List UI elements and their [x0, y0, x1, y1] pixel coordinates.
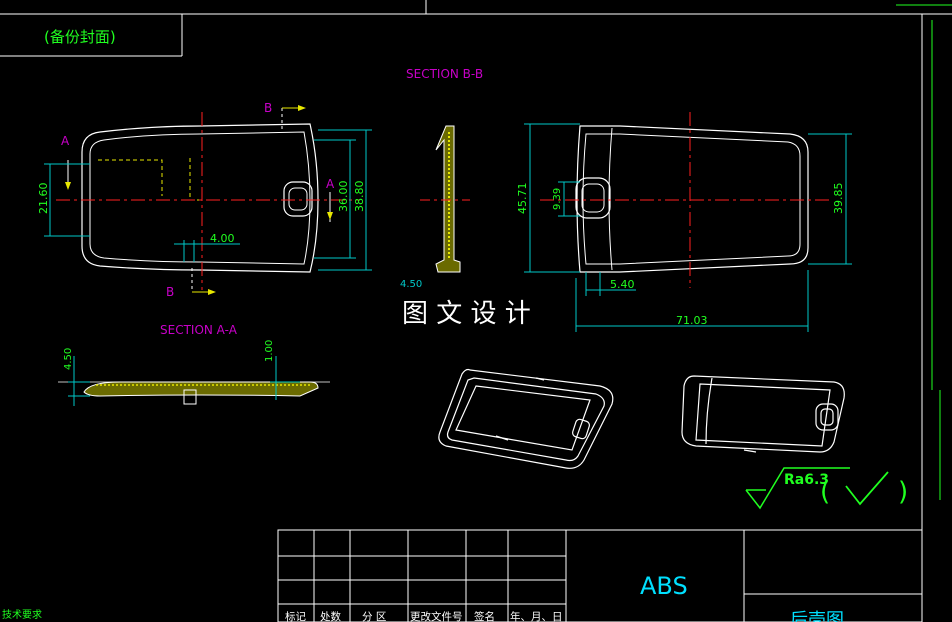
section-aa-title: SECTION A-A: [160, 323, 238, 337]
label-B-bottom: B: [166, 285, 174, 299]
roughness-paren-close: ): [898, 477, 908, 507]
dim-9-39: 9.39: [552, 188, 563, 210]
front-view: A A B B 21.60 36.00 38.80 4.00: [37, 101, 372, 299]
front-outline: [81, 123, 319, 273]
header-cell-5: 年、月、日: [510, 610, 563, 622]
dim-36-00: 36.00: [337, 181, 350, 213]
section-aa-dim-1-00: 1.00: [264, 340, 275, 362]
dim-4-00: 4.00: [210, 232, 235, 245]
dim-21-60: 21.60: [37, 183, 50, 215]
header-stamp: (备份封面): [44, 28, 116, 46]
section-bb-title: SECTION B-B: [406, 67, 483, 81]
green-frame-corner: [896, 4, 952, 500]
section-bb-dim-4-50: 4.50: [400, 279, 422, 290]
label-A-right: A: [326, 177, 335, 191]
roughness-paren-open: (: [820, 477, 830, 507]
front-hidden-line: [98, 159, 163, 196]
back-button-outline: [575, 177, 611, 219]
front-dimensions: [44, 129, 372, 271]
header-cell-4: 签名: [474, 610, 495, 622]
front-button-outline: [283, 181, 313, 217]
label-B-top: B: [264, 101, 272, 115]
iso-view-inside: [438, 368, 614, 469]
section-aa-view: 4.50 1.00: [58, 340, 330, 406]
dim-38-80: 38.80: [353, 181, 366, 213]
header-cell-2: 分 区: [362, 611, 386, 622]
dim-45-71: 45.71: [516, 183, 529, 215]
tech-requirements-label: 技术要求: [2, 608, 42, 621]
dim-71-03: 71.03: [676, 314, 708, 327]
iso-view-outside: [681, 375, 845, 453]
back-dimensions: [524, 123, 852, 332]
header-cell-0: 标记: [285, 611, 306, 622]
header-cell-3: 更改文件号: [410, 610, 463, 622]
label-A-left: A: [61, 134, 70, 148]
section-aa-dim-4-50: 4.50: [63, 348, 74, 370]
title-block: [277, 529, 923, 622]
roughness-label: Ra6.3: [784, 472, 829, 488]
dim-39-85: 39.85: [832, 183, 845, 215]
back-view: 45.71 9.39 39.85 5.40 71.03: [516, 112, 852, 332]
section-bb-view: 4.50: [400, 125, 470, 290]
dim-5-40: 5.40: [610, 278, 635, 291]
roughness-symbol: Ra6.3 ( ): [745, 467, 908, 510]
material-label: ABS: [640, 572, 688, 600]
watermark-text: 图 文 设 计: [402, 299, 531, 329]
title-block-headers: 标记 处数 分 区 更改文件号 签名 年、月、日: [285, 610, 563, 622]
check-mark-icon: [845, 471, 889, 506]
header-cell-1: 处数: [320, 610, 341, 622]
drawing-name: 后壳图: [790, 610, 844, 622]
